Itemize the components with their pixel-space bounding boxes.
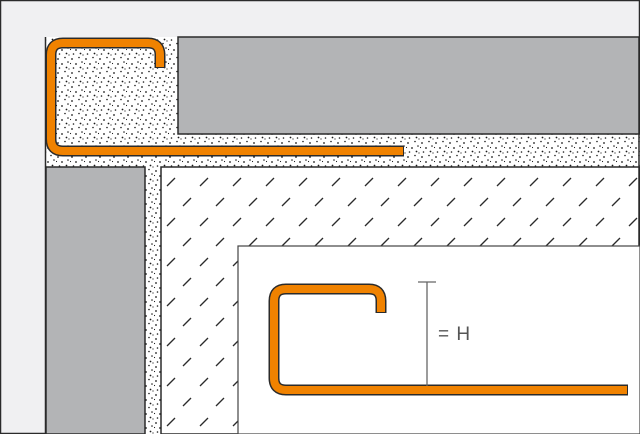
side-tile: [45, 166, 146, 434]
edge-profile: [45, 37, 404, 157]
detail-profile: [270, 285, 627, 394]
profile-detail: [237, 245, 640, 434]
top-tile: [177, 36, 640, 135]
detail-panel: [237, 245, 640, 434]
height-dimension: [418, 281, 436, 386]
dimension-label-h: = H: [438, 324, 472, 345]
